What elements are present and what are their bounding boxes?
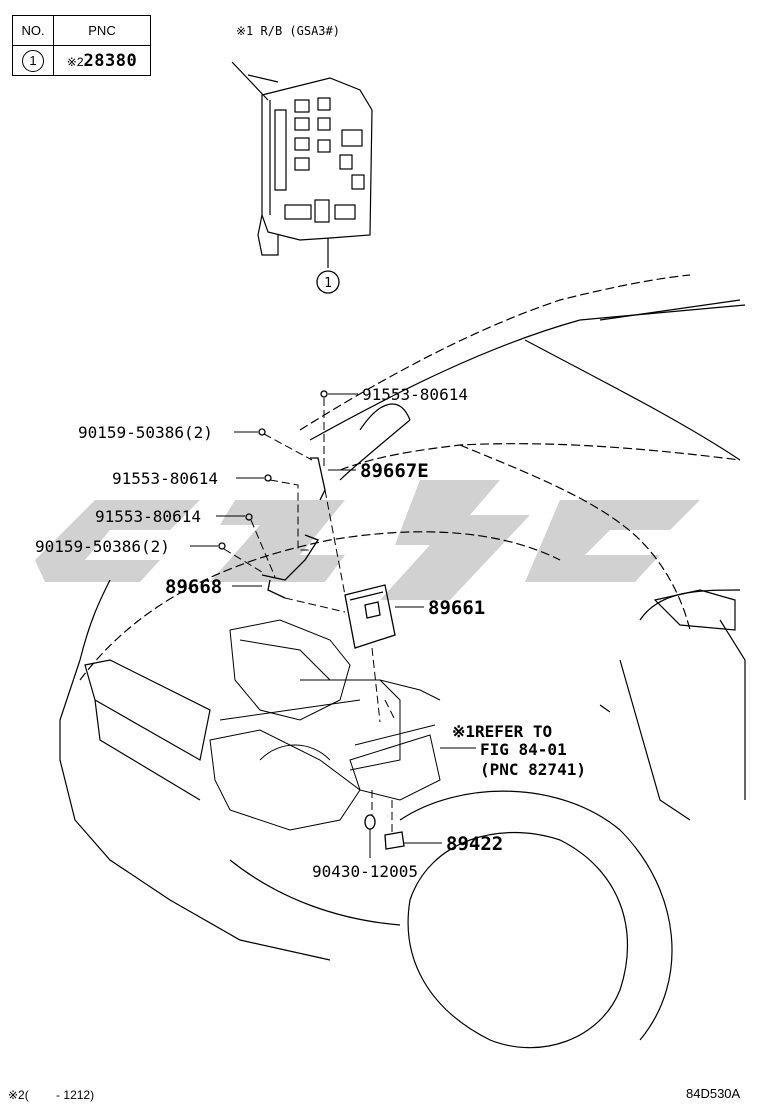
- engine-sketch: [209, 619, 441, 831]
- reference-note-line3[interactable]: (PNC 82741): [480, 760, 586, 779]
- part-label-90430-12005[interactable]: 90430-12005: [312, 862, 418, 881]
- ecu-bracket-drawing: [218, 390, 405, 850]
- pnc-note-mark: ※2: [66, 54, 84, 69]
- row-number-circle: 1: [22, 49, 44, 72]
- part-label-89422[interactable]: 89422: [446, 833, 503, 855]
- part-label-90159-50386-lower[interactable]: 90159-50386(2): [35, 537, 170, 556]
- relay-block-drawing: [231, 61, 373, 268]
- table-header-pnc: PNC: [53, 15, 151, 46]
- table-cell-pnc[interactable]: ※228380: [53, 45, 151, 76]
- part-label-91553-80614-top[interactable]: 91553-80614: [362, 385, 468, 404]
- watermark-logo: [35, 480, 700, 600]
- relay-block-title: ※1 R/B (GSA3#): [236, 24, 340, 38]
- vehicle-outline: [59, 274, 746, 1049]
- leader-lines: [190, 393, 476, 858]
- part-label-90159-50386-upper[interactable]: 90159-50386(2): [78, 423, 213, 442]
- table-row: 1 ※228380: [12, 45, 151, 76]
- part-label-89668[interactable]: 89668: [165, 576, 222, 598]
- relay-callout-number: 1: [324, 276, 332, 291]
- footer-note: ※2( - 1212): [8, 1088, 95, 1102]
- part-label-91553-80614-mid[interactable]: 91553-80614: [112, 469, 218, 488]
- reference-note-line1[interactable]: ※1REFER TO: [452, 722, 552, 741]
- part-label-89661[interactable]: 89661: [428, 597, 485, 619]
- figure-code: 84D530A: [686, 1086, 741, 1101]
- relay-callout-circle: [316, 270, 340, 294]
- part-label-91553-80614-low[interactable]: 91553-80614: [95, 507, 201, 526]
- reference-note-line2[interactable]: FIG 84-01: [480, 740, 567, 759]
- table-cell-no: 1: [12, 45, 54, 76]
- pnc-table: NO. PNC 1 ※228380: [12, 15, 151, 76]
- table-header-no: NO.: [12, 15, 54, 46]
- part-label-89667e[interactable]: 89667E: [360, 460, 429, 482]
- pnc-value[interactable]: 28380: [83, 50, 138, 71]
